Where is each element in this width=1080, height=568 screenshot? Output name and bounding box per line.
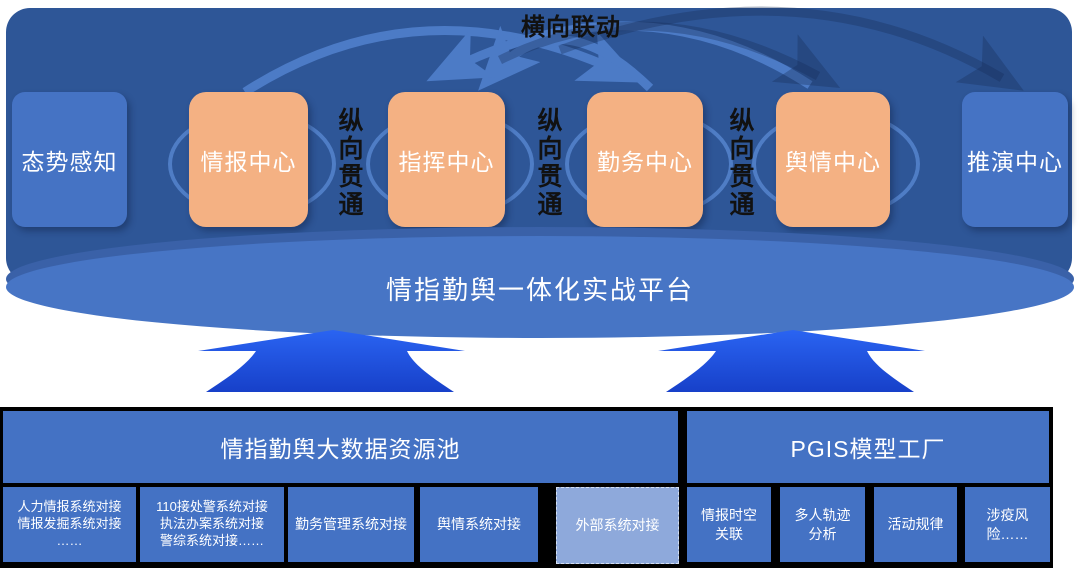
vertical-linkage-label: 纵向贯通 <box>726 107 754 219</box>
system-box-line: 人力情报系统对接 <box>17 499 122 515</box>
model-box-activity-patterns: 活动规律 <box>874 487 957 562</box>
resource-pool-title: 情指勤舆大数据资源池 <box>220 436 461 462</box>
center-box-deduction-center: 推演中心 <box>962 92 1068 227</box>
pgis-factory-header: PGIS模型工厂 <box>687 411 1049 483</box>
center-box-situation-awareness: 态势感知 <box>12 92 127 227</box>
system-box-line: 外部系统对接 <box>575 517 660 534</box>
system-box-110-dispatch: 110接处警系统对接 执法办案系统对接 警综系统对接…… <box>140 487 284 562</box>
up-arrow-icon <box>198 330 465 392</box>
center-box-duty-center: 勤务中心 <box>587 92 703 227</box>
system-box-line: …… <box>56 532 83 548</box>
system-box-line: 多人轨迹 <box>794 506 851 523</box>
center-box-label: 情报中心 <box>200 148 297 175</box>
system-box-line: 活动规律 <box>887 516 944 533</box>
center-box-intelligence-center: 情报中心 <box>189 92 308 227</box>
center-box-label: 推演中心 <box>967 148 1063 175</box>
platform-ellipse <box>6 227 1074 338</box>
vertical-linkage-label: 纵向贯通 <box>335 107 363 219</box>
model-box-spatiotemporal-correlation: 情报时空 关联 <box>687 487 771 562</box>
center-box-public-opinion-center: 舆情中心 <box>776 92 890 227</box>
system-box-line: 险…… <box>986 525 1029 542</box>
system-box-line: 勤务管理系统对接 <box>295 516 407 533</box>
system-box-line: 涉疫风 <box>986 506 1029 523</box>
system-box-line: 执法办案系统对接 <box>159 516 264 532</box>
system-box-human-intelligence: 人力情报系统对接 情报发掘系统对接 …… <box>3 487 136 562</box>
horizontal-linkage-arrows-icon <box>242 6 1024 96</box>
system-box-duty-management: 勤务管理系统对接 <box>288 487 414 562</box>
center-box-label: 舆情中心 <box>785 148 881 175</box>
system-box-line: 情报发掘系统对接 <box>17 516 122 532</box>
vertical-linkage-label: 纵向贯通 <box>534 107 562 219</box>
model-box-epidemic-risk: 涉疫风 险…… <box>965 487 1050 562</box>
pgis-factory-title: PGIS模型工厂 <box>790 436 946 462</box>
system-box-public-opinion: 舆情系统对接 <box>420 487 538 562</box>
center-box-command-center: 指挥中心 <box>388 92 505 227</box>
system-box-line: 情报时空 <box>701 506 757 523</box>
system-box-line: 关联 <box>715 525 743 542</box>
center-box-label: 指挥中心 <box>398 148 495 175</box>
model-box-multi-person-trajectory: 多人轨迹 分析 <box>780 487 865 562</box>
system-box-external-systems: 外部系统对接 <box>556 487 679 564</box>
system-box-line: 110接处警系统对接 <box>156 499 268 515</box>
system-box-line: 分析 <box>808 525 837 542</box>
platform-label: 情指勤舆一体化实战平台 <box>385 275 694 305</box>
up-arrow-icon <box>658 330 925 392</box>
center-box-label: 勤务中心 <box>597 148 693 175</box>
system-box-line: 警综系统对接…… <box>159 532 264 548</box>
center-box-label: 态势感知 <box>21 148 118 175</box>
system-box-line: 舆情系统对接 <box>437 516 521 533</box>
resource-pool-header: 情指勤舆大数据资源池 <box>3 411 678 483</box>
